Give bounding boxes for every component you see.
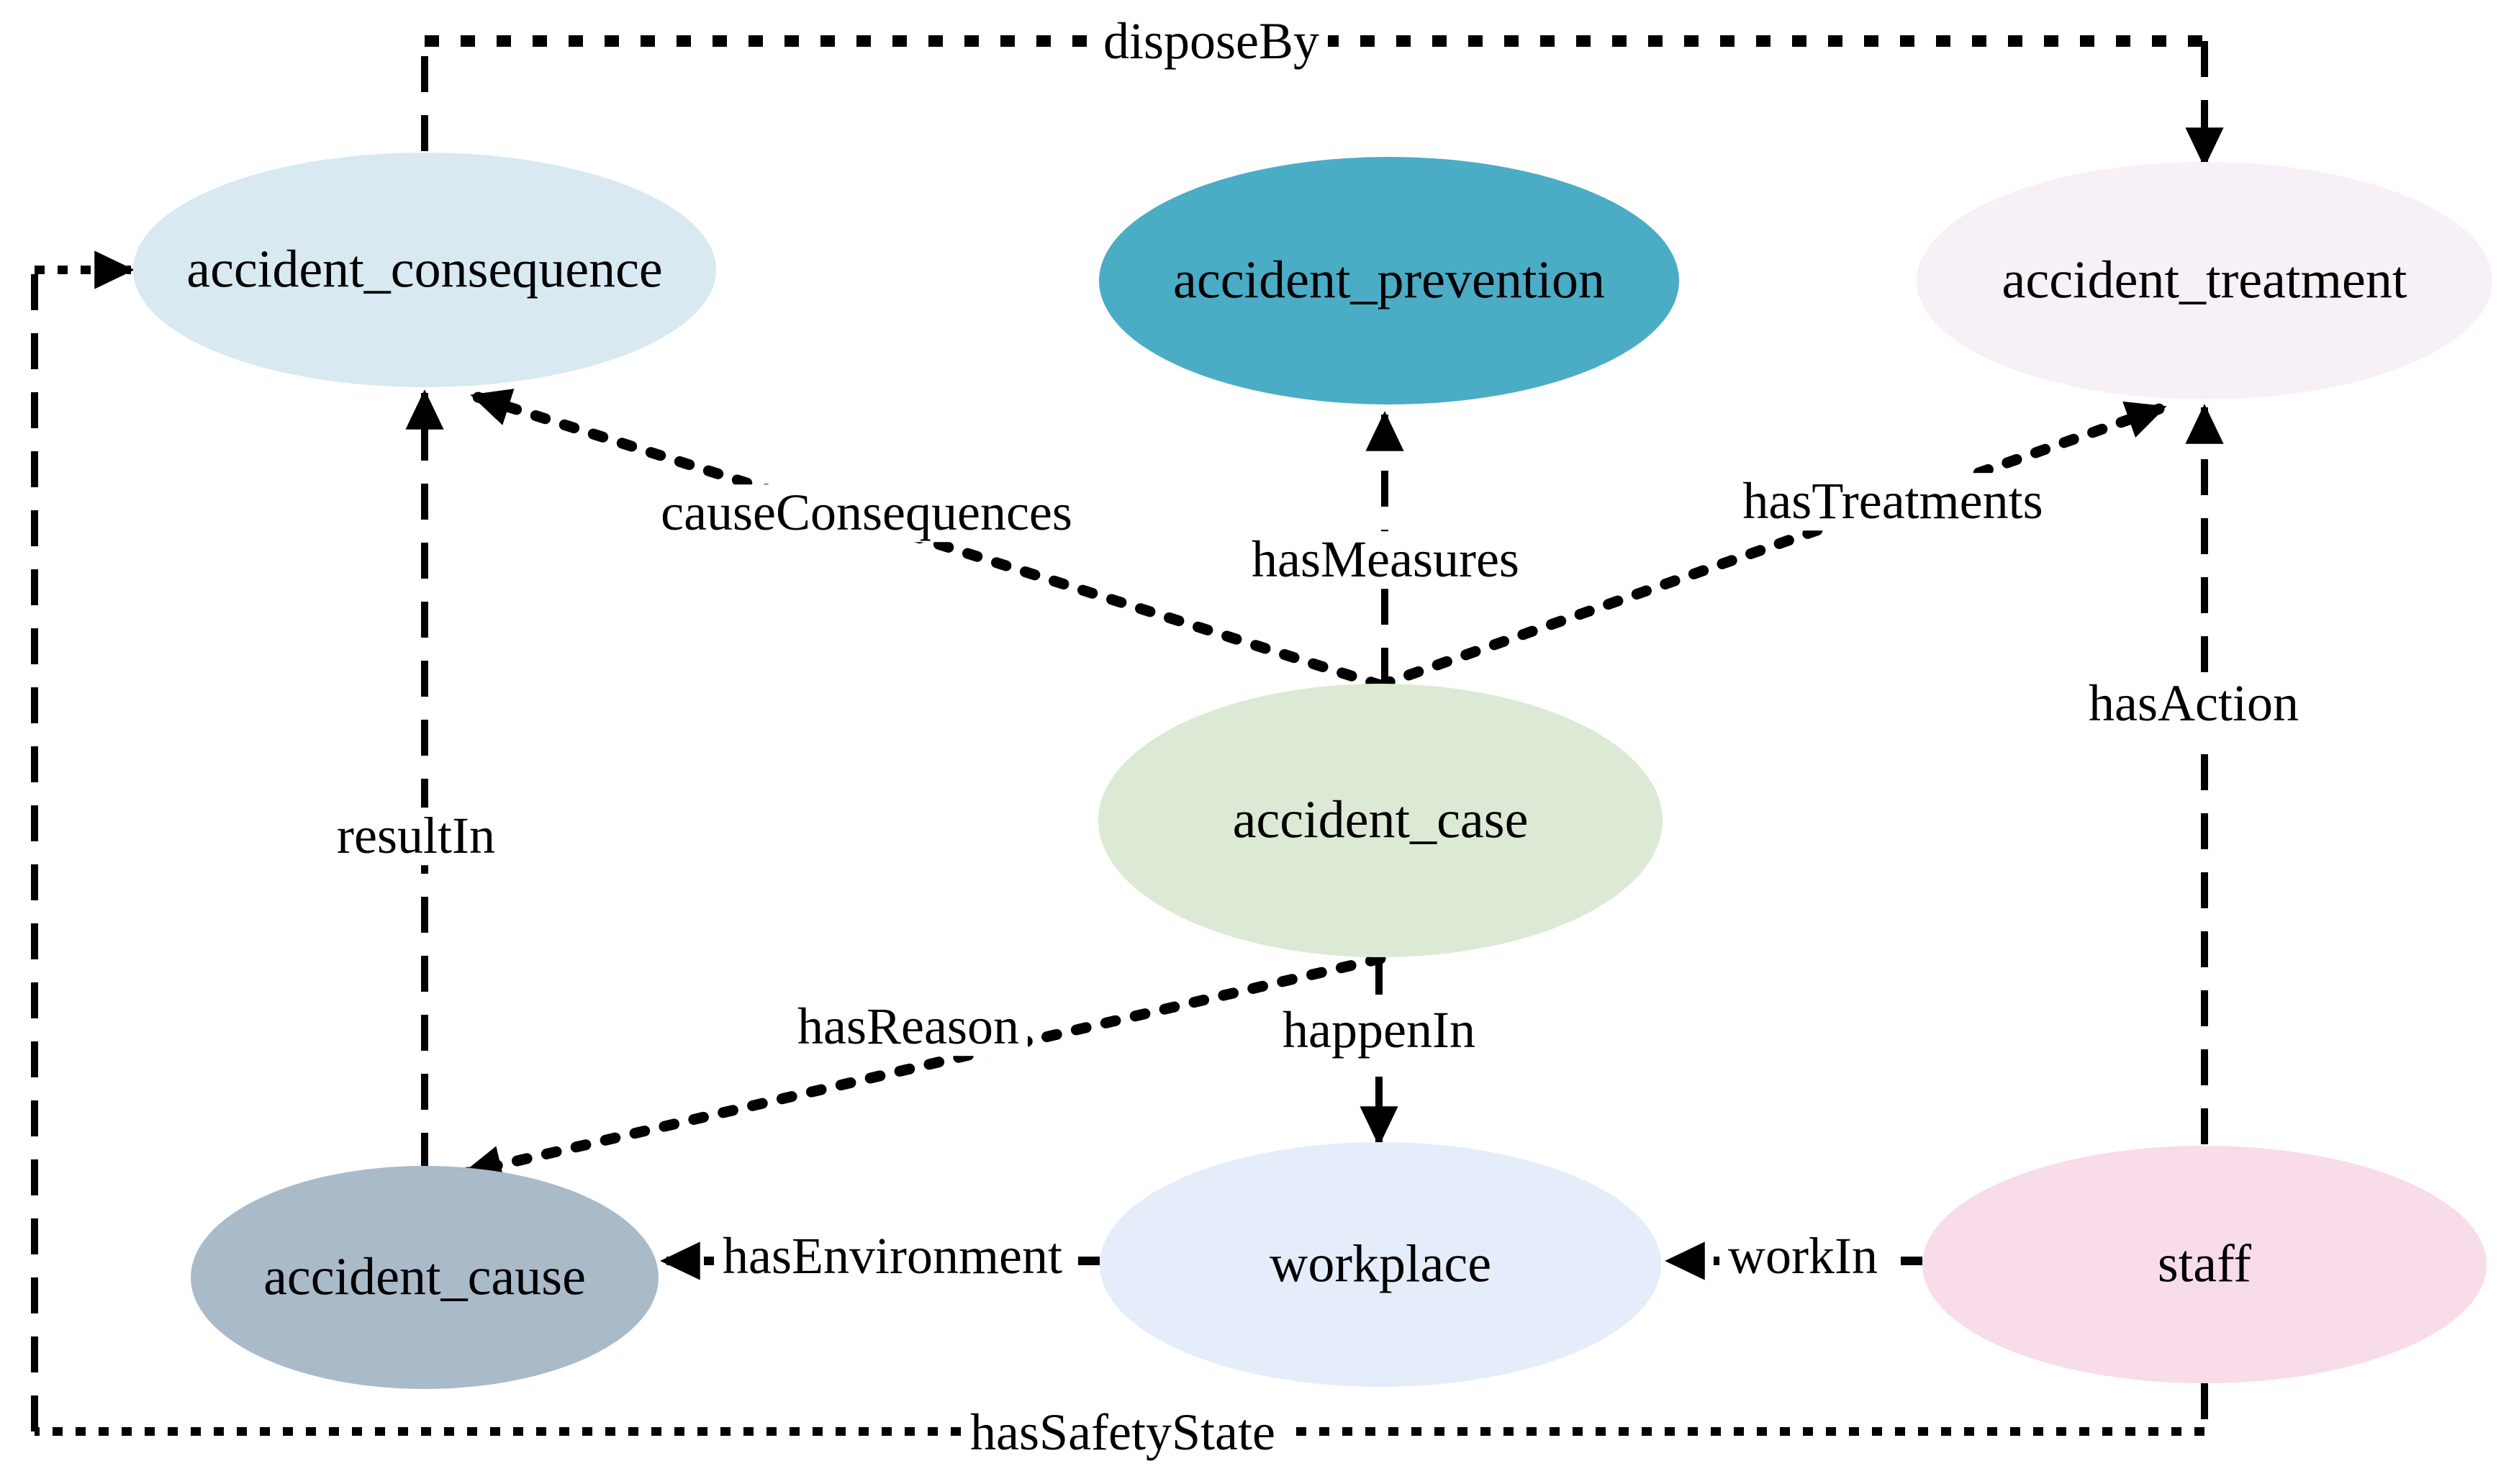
- edge-label-hasTreatments: hasTreatments: [1734, 473, 2052, 530]
- node-accident-prevention: [1099, 157, 1679, 404]
- node-label-accident-consequence: accident_consequence: [186, 240, 663, 299]
- node-label-accident-treatment: accident_treatment: [2002, 250, 2407, 310]
- edge-causeConsequences: [468, 389, 1386, 691]
- node-accident-cause: [191, 1166, 659, 1389]
- node-staff: [1922, 1146, 2487, 1383]
- node-label-accident-cause: accident_cause: [263, 1247, 586, 1307]
- edge-label-happenIn: happenIn: [1274, 1002, 1484, 1059]
- node-workplace: [1100, 1142, 1661, 1387]
- edge-label-workIn: workIn: [1719, 1228, 1886, 1285]
- node-label-accident-prevention: accident_prevention: [1173, 250, 1605, 310]
- node-accident-case: [1098, 684, 1663, 957]
- edge-label-hasMeasures: hasMeasures: [1243, 531, 1528, 589]
- node-accident-treatment: [1917, 162, 2492, 399]
- edge-label-disposeBy: disposeBy: [1094, 13, 1329, 71]
- node-label-workplace: workplace: [1269, 1234, 1492, 1294]
- edge-label-causeConsequences: causeConsequences: [652, 484, 1081, 542]
- edge-label-resultIn: resultIn: [328, 807, 504, 865]
- node-accident-consequence: [133, 153, 716, 387]
- edge-label-hasAction: hasAction: [2080, 675, 2307, 733]
- node-label-accident-case: accident_case: [1232, 790, 1529, 850]
- edge-hasTreatments: [1375, 401, 2169, 691]
- edge-hasReason: [459, 953, 1386, 1184]
- edge-label-hasSafetyState: hasSafetyState: [962, 1404, 1284, 1462]
- edge-label-hasEnvironment: hasEnvironment: [714, 1228, 1071, 1285]
- node-label-staff: staff: [2157, 1234, 2252, 1294]
- edge-label-hasReason: hasReason: [789, 998, 1028, 1056]
